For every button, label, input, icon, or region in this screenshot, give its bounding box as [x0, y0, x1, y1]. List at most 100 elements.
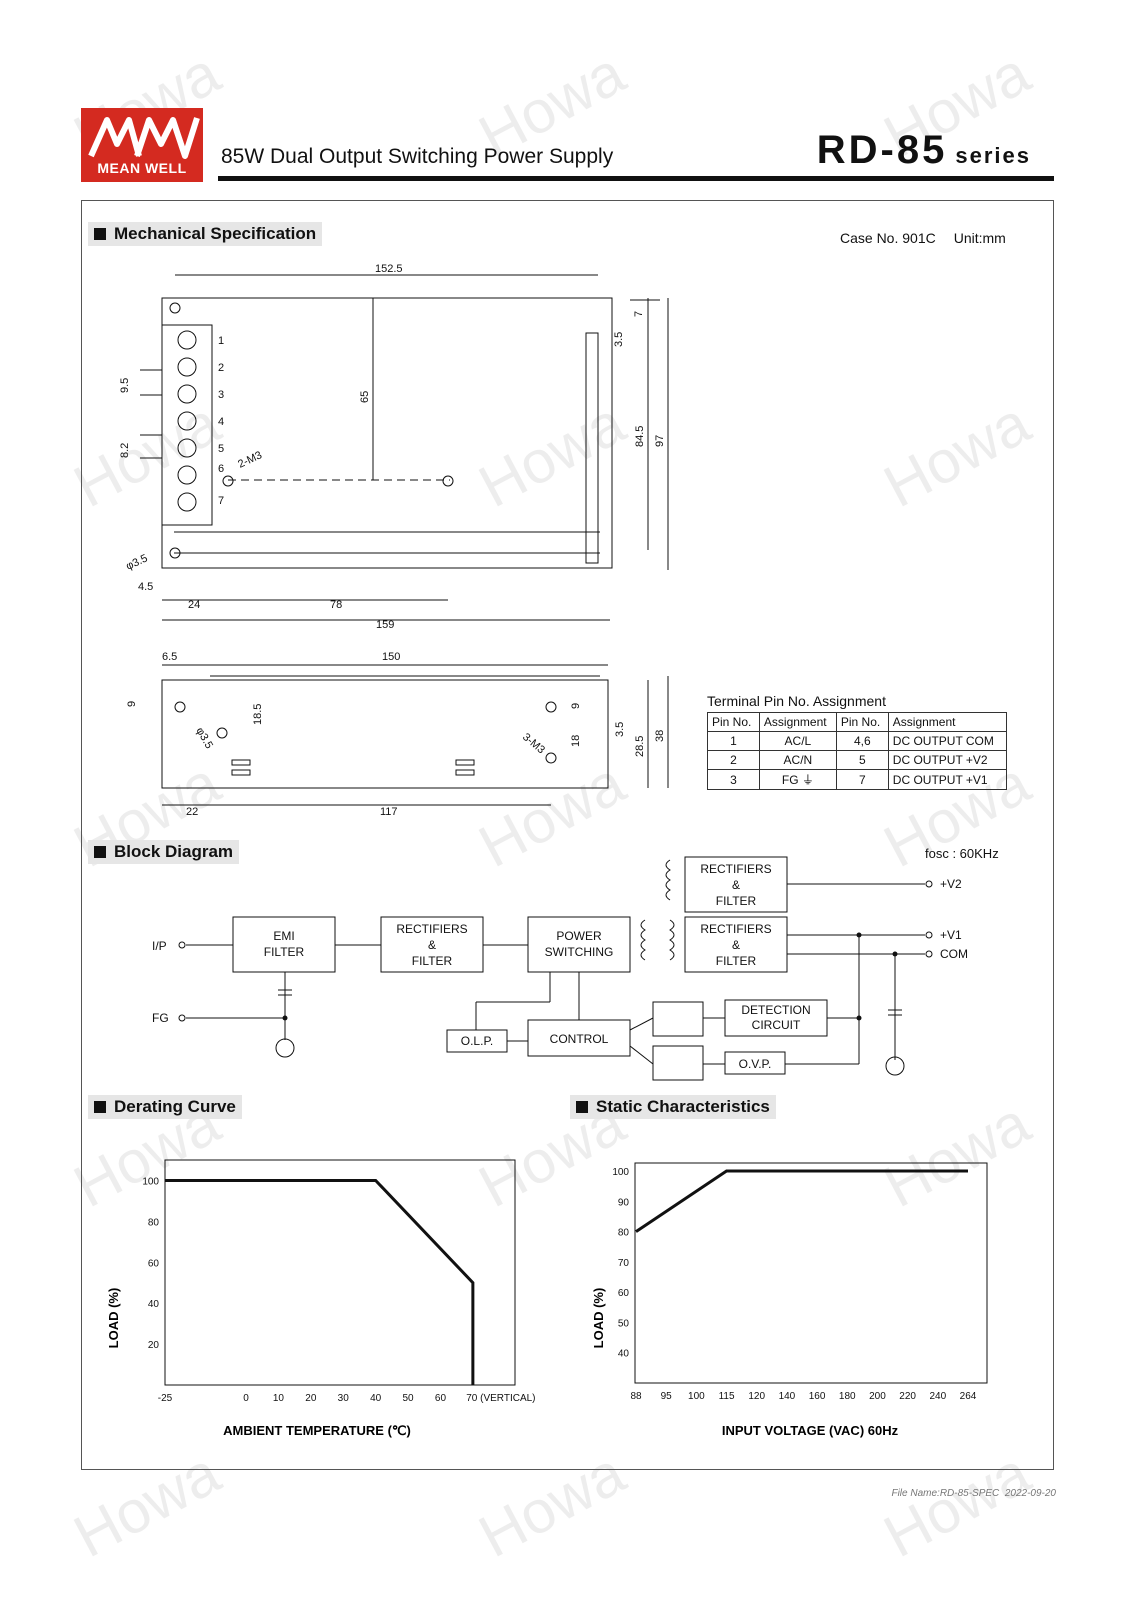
- table-cell: 3: [707, 769, 760, 790]
- chart-x-tick: 264: [960, 1391, 977, 1402]
- section-title: Derating Curve: [114, 1097, 236, 1116]
- dim-label: 24: [188, 599, 200, 611]
- block-label: EMI: [273, 929, 294, 943]
- block-label: FILTER: [716, 894, 757, 908]
- table-header-row: Pin No. Assignment Pin No. Assignment: [707, 712, 1008, 732]
- chart-x-tick: 10: [273, 1393, 285, 1404]
- table-cell: DC OUTPUT +V1: [887, 769, 1008, 790]
- chart-x-tick: 88: [630, 1391, 642, 1402]
- terminal-block: [161, 324, 213, 526]
- dim-label: 28.5: [634, 736, 646, 757]
- chart-x-tick: 0: [243, 1393, 249, 1404]
- chart-y-tick: 40: [618, 1349, 630, 1360]
- chart-xlabel: AMBIENT TEMPERATURE (℃): [223, 1423, 411, 1438]
- chart-x-tick: 220: [899, 1391, 916, 1402]
- dim-label: 150: [382, 651, 400, 663]
- dim-label: 18.5: [252, 704, 264, 725]
- bullet-square-icon: [94, 846, 106, 858]
- block-label: POWER: [556, 929, 602, 943]
- chart-series-line: [635, 1169, 968, 1233]
- chart-x-tick: 40: [370, 1393, 382, 1404]
- logo-text: MEAN WELL: [97, 160, 187, 176]
- chart-x-tick: 60: [435, 1393, 447, 1404]
- chart-y-tick: 100: [612, 1167, 629, 1178]
- dim-label: 4.5: [138, 581, 153, 593]
- content-frame: [81, 200, 1054, 1470]
- table-header-cell: Assignment: [887, 712, 1008, 732]
- chart-y-tick: 80: [148, 1217, 160, 1228]
- bullet-square-icon: [94, 1101, 106, 1113]
- series-label: series: [955, 143, 1031, 168]
- chart-x-tick: 20: [305, 1393, 317, 1404]
- block-label: CIRCUIT: [752, 1018, 801, 1032]
- block-label: &: [428, 938, 436, 952]
- chart-x-tick: 115: [719, 1391, 735, 1402]
- transformer-icon: [640, 919, 646, 961]
- chart-ylabel: LOAD (%): [106, 1288, 121, 1349]
- dim-label: 159: [376, 619, 394, 631]
- section-static: Static Characteristics: [570, 1095, 776, 1119]
- header-rule: [218, 176, 1054, 181]
- chart-x-tick: 180: [839, 1391, 856, 1402]
- table-row: 1 AC/L 4,6 DC OUTPUT COM: [707, 731, 1008, 751]
- io-label: +V1: [940, 928, 962, 942]
- dim-label: 8.2: [119, 443, 131, 458]
- chart-x-tick: -25: [158, 1393, 173, 1404]
- chart-series-line: [165, 1178, 475, 1385]
- chart-y-tick: 40: [148, 1299, 160, 1310]
- optocoupler-icon: [652, 1001, 704, 1037]
- chart-y-tick: 20: [148, 1340, 160, 1351]
- io-label: I/P: [152, 939, 167, 953]
- chart-y-tick: 60: [148, 1258, 160, 1269]
- ground-icon: [275, 1038, 295, 1058]
- chart-frame: [164, 1159, 516, 1386]
- table-row: 3 FG ⏚ 7 DC OUTPUT +V1: [707, 769, 1008, 790]
- chart-xlabel: INPUT VOLTAGE (VAC) 60Hz: [722, 1423, 899, 1438]
- dim-label: 18: [570, 735, 582, 747]
- dim-label: 65: [359, 391, 371, 403]
- table-header-cell: Assignment: [758, 712, 837, 732]
- chart-ylabel: LOAD (%): [591, 1288, 606, 1349]
- dim-label: 117: [380, 806, 398, 818]
- table-header-cell: Pin No.: [707, 712, 760, 732]
- optocoupler-icon: [652, 1045, 704, 1081]
- dim-label: 84.5: [634, 426, 646, 447]
- section-title: Static Characteristics: [596, 1097, 770, 1116]
- chart-x-tick: 95: [661, 1391, 673, 1402]
- dim-label: 9: [570, 703, 582, 709]
- case-number: Case No. 901C: [840, 230, 936, 246]
- side-view-outline: [161, 679, 609, 789]
- section-mechanical: Mechanical Specification: [88, 222, 323, 246]
- block-label: CONTROL: [550, 1032, 609, 1046]
- brand-logo: MEAN WELL: [81, 108, 203, 182]
- model-name: RD-85: [816, 128, 948, 172]
- pin-label: 5: [218, 443, 224, 455]
- bullet-square-icon: [576, 1101, 588, 1113]
- section-block-diagram: Block Diagram: [88, 840, 240, 864]
- chart-x-tick: 30: [338, 1393, 350, 1404]
- dim-label: 7: [633, 311, 645, 317]
- pin-number-labels: 1 2 3 4 5 6 7: [218, 335, 224, 507]
- section-title: Mechanical Specification: [114, 224, 317, 243]
- dim-label: 3.5: [613, 332, 625, 347]
- dim-label: 6.5: [162, 651, 177, 663]
- chart-y-tick: 50: [618, 1318, 630, 1329]
- chart-x-tick: 50: [402, 1393, 414, 1404]
- ground-icon: [885, 1056, 905, 1076]
- block-label: &: [732, 938, 740, 952]
- block-label: FILTER: [412, 954, 453, 968]
- dim-label: 9: [126, 701, 138, 707]
- chart-x-tick: 120: [748, 1391, 765, 1402]
- pin-label: 6: [218, 463, 224, 475]
- dim-label: 9.5: [119, 378, 131, 393]
- block-label: RECTIFIERS: [700, 922, 771, 936]
- dim-label: 22: [186, 806, 198, 818]
- block-label: RECTIFIERS: [396, 922, 467, 936]
- pin-label: 2: [218, 362, 224, 374]
- block-label: O.L.P.: [461, 1034, 493, 1048]
- screw-terminals: [177, 330, 197, 512]
- block-label: RECTIFIERS: [700, 862, 771, 876]
- terminal-table-title: Terminal Pin No. Assignment: [707, 693, 886, 709]
